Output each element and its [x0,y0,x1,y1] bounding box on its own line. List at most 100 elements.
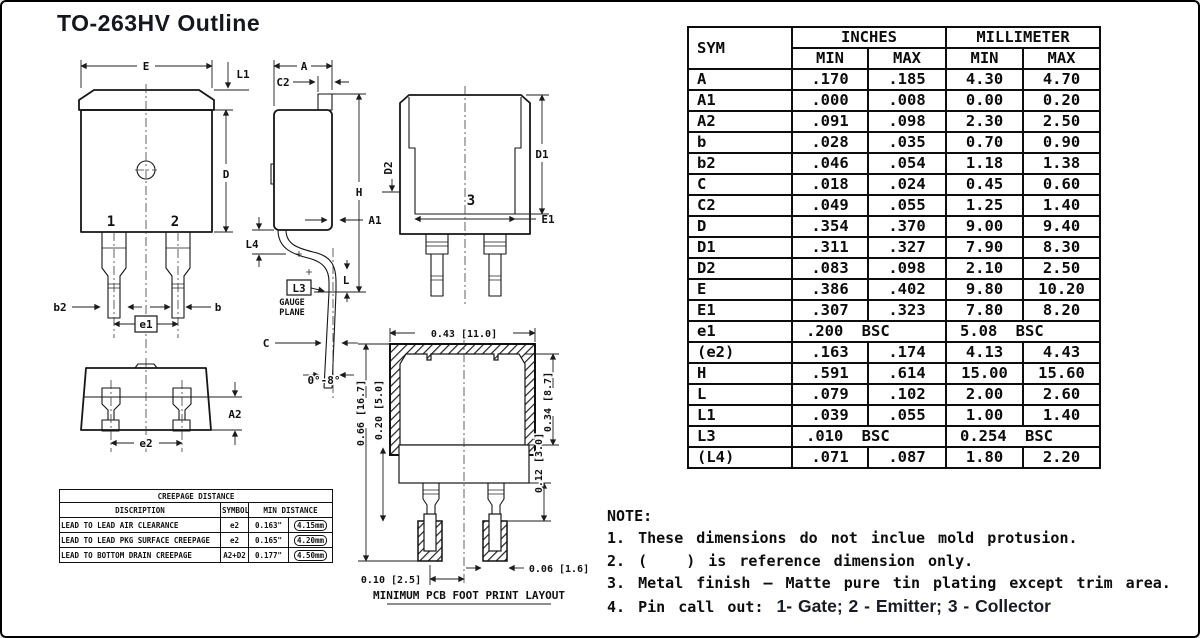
note-item-4: 4. Pin call out: 1- Gate; 2 - Emitter; 3… [607,595,1171,618]
dim-table-cell: 7.90 [945,236,1024,259]
dim-table-cell: .327 [867,236,947,259]
pcb-footprint: 0.43 [11.0] 0.66 [16.7] 0.20 [5.0] 0.34 … [355,328,591,605]
dim-label-e2: e2 [139,437,152,450]
dim-table-cell: 1.40 [1021,194,1102,217]
dim-table-cell: 2.60 [1021,383,1102,406]
dim-table-cell: 9.80 [945,278,1024,301]
dim-table-cell: .079 [791,383,869,406]
dim-table-cell: .370 [867,215,947,238]
dim-table-cell: (L4) [687,446,793,469]
col-description: DISCRIPTION [59,502,221,518]
dim-table-cell: 0.60 [1021,173,1102,196]
dim-table-cell: 4.13 [945,341,1024,364]
col-mm-max: MAX [1021,47,1102,70]
creepage-table-cell: LEAD TO LEAD PKG SURFACE CREEPAGE [59,532,221,548]
reference-box: 4.15mm [293,519,328,531]
dim-table-cell: .174 [867,341,947,364]
creepage-title: CREEPAGE DISTANCE [58,489,334,503]
dim-table-cell: 9.00 [945,215,1024,238]
dim-table-cell: .000 [791,89,869,112]
dim-table-cell: 15.00 [945,362,1024,385]
col-inches-min: MIN [791,47,869,70]
dim-table-cell: .614 [867,362,947,385]
dim-table-cell: 10.20 [1021,278,1102,301]
dim-table-cell: .055 [867,194,947,217]
dim-table-cell: 8.20 [1021,299,1102,322]
dim-table-cell: .018 [791,173,869,196]
dim-table-cell: e1 [687,320,793,343]
dim-table-cell: H [687,362,793,385]
dim-table-cell: .098 [867,257,947,280]
dim-table-cell: .185 [867,68,947,91]
col-millimeter: MILLIMETER [944,26,1102,49]
dim-table-cell: 4.30 [945,68,1024,91]
dim-table-cell: .591 [791,362,869,385]
creepage-table-cell: 4.20mm [287,532,334,548]
dim-table-cell: .008 [867,89,947,112]
fp-dim-bottom-left: 0.10 [2.5] [361,575,421,586]
dim-table-cell: 0.254 BSC [944,425,1102,448]
dim-table-cell: 0.20 [1021,89,1102,112]
dim-table-cell: (e2) [687,341,793,364]
dim-label-E1: E1 [541,213,555,226]
dim-table-cell: .091 [791,110,869,133]
dim-table-cell: L [687,383,793,406]
col-inches: INCHES [791,26,947,49]
dimension-table-header: SYM INCHES MILLIMETER MIN MAX MIN MAX [687,26,1102,70]
dim-table-cell: .311 [791,236,869,259]
fp-dim-left-inner: 0.20 [5.0] [374,380,385,440]
pin3-label: 3 [467,193,475,209]
note-item-4-prefix: 4. Pin call out: [607,597,777,616]
dim-table-cell: 0.45 [945,173,1024,196]
reference-box: 4.50mm [293,549,328,561]
dim-label-b2: b2 [53,301,66,314]
pin2-label: 2 [171,214,179,230]
dim-table-cell: .323 [867,299,947,322]
dim-label-A1: A1 [368,214,382,227]
dim-label-C: C [263,337,270,350]
dim-table-cell: 4.70 [1021,68,1102,91]
dim-table-cell: .402 [867,278,947,301]
dim-table-cell: 8.30 [1021,236,1102,259]
dim-table-cell: .046 [791,152,869,175]
dim-table-cell: 1.00 [945,404,1024,427]
reference-box: 4.20mm [293,534,328,546]
dim-table-cell: .354 [791,215,869,238]
dim-label-angle: 0°-8° [307,374,340,387]
dim-table-cell: .307 [791,299,869,322]
dim-label-A: A [301,60,308,73]
dim-table-cell: 7.80 [945,299,1024,322]
dim-table-cell: .028 [791,131,869,154]
dim-table-cell: D1 [687,236,793,259]
dim-table-cell: C2 [687,194,793,217]
dim-table-cell: C [687,173,793,196]
dim-label-D: D [223,168,230,181]
back-view: 3 E1 D1 D2 [381,86,556,304]
dim-table-cell: 2.30 [945,110,1024,133]
dim-table-cell: L3 [687,425,793,448]
dim-table-cell: L1 [687,404,793,427]
dim-table-cell: D2 [687,257,793,280]
dim-table-cell: .386 [791,278,869,301]
dim-label-e1: e1 [139,318,153,331]
gauge-plane-label-1: GAUGE [279,298,305,308]
creepage-table-cell: LEAD TO BOTTOM DRAIN CREEPAGE [59,547,221,563]
dim-table-cell: A1 [687,89,793,112]
dim-table-cell: 1.40 [1021,404,1102,427]
